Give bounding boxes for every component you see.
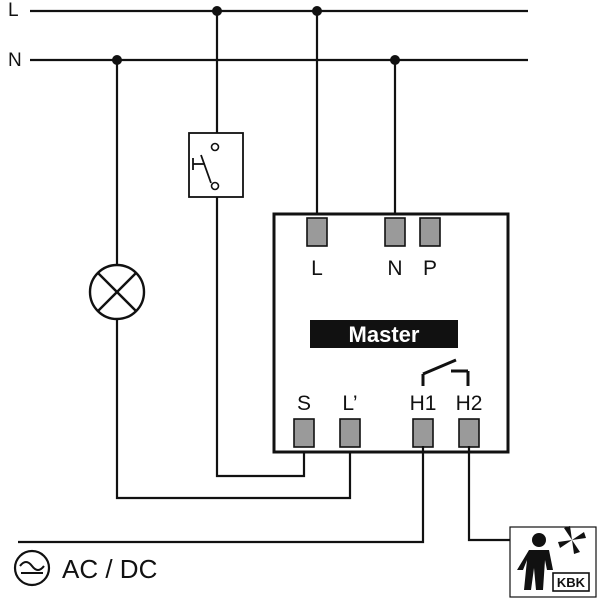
terminal-label-p: P (423, 257, 437, 280)
terminal-label-s: S (297, 392, 311, 415)
h2-to-load-wire (467, 446, 516, 542)
terminal-label-n: N (387, 257, 402, 280)
terminal-l-prime (339, 418, 361, 448)
terminal-label-h2: H2 (456, 392, 483, 415)
terminal-h1 (412, 418, 434, 448)
terminal-p (419, 217, 441, 247)
terminal-label-l-prime: L’ (342, 392, 357, 415)
line-n-label: N (8, 50, 22, 71)
h1-to-supply-wire (18, 446, 425, 544)
terminal-n (384, 217, 406, 247)
terminal-h2 (458, 418, 480, 448)
kbk-logo-text: KBK (557, 575, 586, 590)
relay-contact-icon (421, 358, 470, 386)
line-l-label: L (8, 0, 19, 21)
terminal-label-h1: H1 (410, 392, 437, 415)
load-person-fan-icon: KBK (509, 526, 597, 598)
master-title: Master (349, 322, 420, 347)
push-button-icon (188, 132, 244, 198)
master-banner (310, 320, 458, 348)
supply-label: AC / DC (62, 554, 157, 584)
ac-dc-icon (13, 549, 51, 587)
terminal-s (293, 418, 315, 448)
kbk-logo (552, 572, 590, 592)
terminal-l (306, 217, 328, 247)
lamp-icon (88, 263, 146, 321)
terminal-label-l: L (311, 257, 323, 280)
switch-to-s-wire (215, 197, 306, 478)
lamp-to-l-prime-wire (115, 319, 352, 500)
